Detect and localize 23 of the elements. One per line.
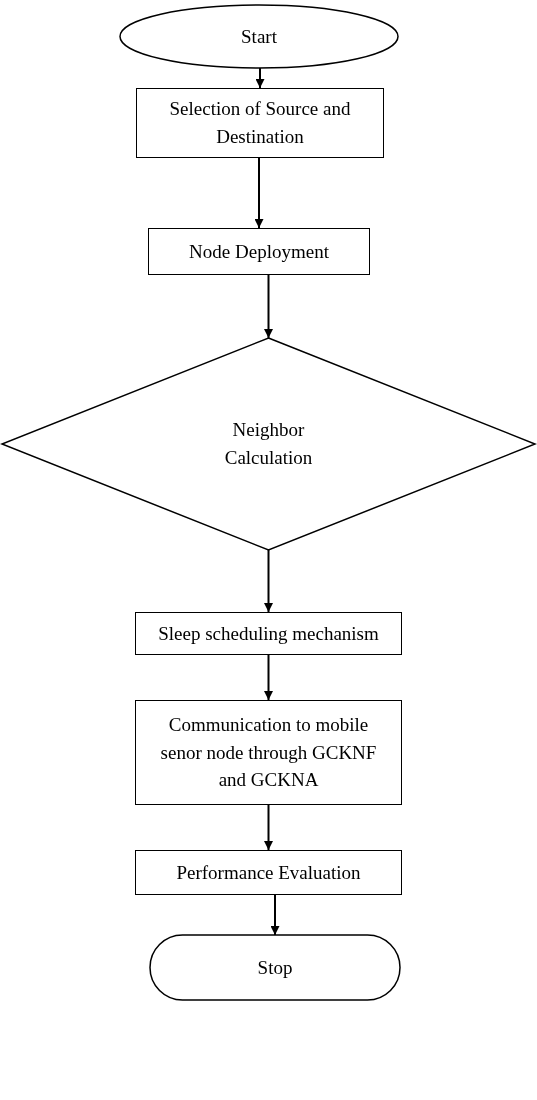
node-label: Start <box>241 24 277 49</box>
process-box <box>148 228 370 275</box>
decision-diamond <box>2 338 535 550</box>
arrow <box>264 549 273 613</box>
arrow <box>270 894 280 936</box>
process-box <box>135 612 402 655</box>
process-box <box>135 850 402 895</box>
start-ellipse <box>120 5 398 68</box>
node-label: Selection of Source and Destination <box>168 97 352 149</box>
node-label: Neighbor Calculation <box>223 418 314 470</box>
arrow <box>254 157 264 229</box>
arrow <box>264 654 273 701</box>
node-label: Communication to mobile senor node through GCKNF and GCKNA <box>159 713 378 793</box>
node-label: Sleep scheduling mechanism <box>158 621 379 646</box>
node-label: Node Deployment <box>189 239 329 264</box>
arrow <box>264 274 273 339</box>
process-box <box>135 700 402 805</box>
arrow <box>255 67 265 89</box>
arrow <box>264 804 273 851</box>
process-box <box>136 88 384 158</box>
node-label: Performance Evaluation <box>176 860 361 885</box>
terminal-shape <box>150 935 400 1000</box>
node-label: Stop <box>257 955 293 980</box>
